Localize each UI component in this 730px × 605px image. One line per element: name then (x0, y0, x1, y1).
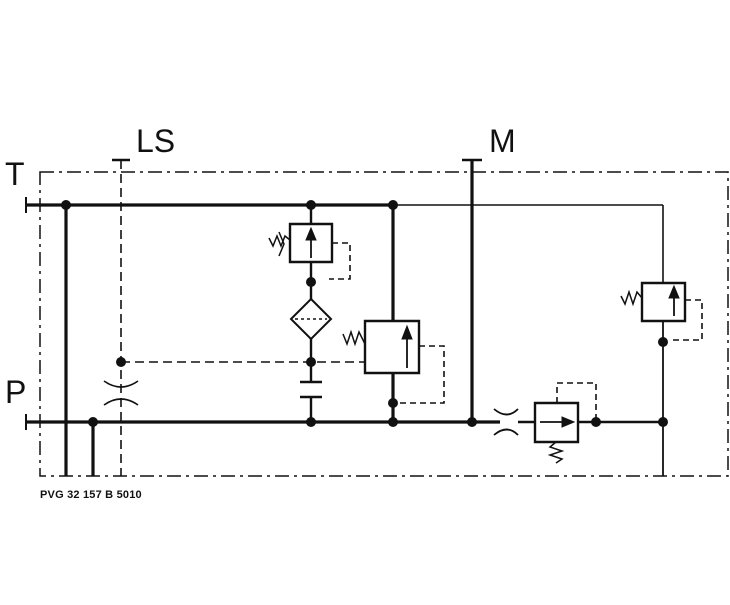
port-label-tank: T (5, 156, 25, 192)
junction-dot (116, 357, 126, 367)
junction-dot (388, 417, 398, 427)
junction-dot (306, 417, 316, 427)
port-label-gauge: M (489, 123, 516, 159)
pressure-line (26, 342, 665, 476)
load-sense-line (112, 160, 365, 476)
junction-dot (658, 337, 668, 347)
junction-dot (467, 417, 477, 427)
check-valve-icon (535, 383, 596, 463)
junction-dot (306, 200, 316, 210)
spring-icon (621, 292, 642, 304)
junction-dot (388, 398, 398, 408)
spring-icon (269, 236, 290, 246)
junction-dot (591, 417, 601, 427)
tank-line (26, 197, 663, 476)
junction-dots (61, 200, 668, 427)
gauge-orifice-icon (494, 409, 518, 435)
part-number-caption: PVG 32 157 B 5010 (40, 489, 142, 501)
ls-orifice-icon (104, 381, 138, 405)
junction-dot (388, 200, 398, 210)
module-boundary (40, 172, 728, 476)
gauge-line (462, 160, 482, 422)
junction-dot (61, 200, 71, 210)
filter-icon (291, 299, 331, 339)
junction-dot (306, 357, 316, 367)
main-relief-valve-icon (343, 205, 444, 422)
spring-icon (343, 332, 365, 344)
junction-dot (88, 417, 98, 427)
junction-dot (306, 277, 316, 287)
pilot-relief-valve-icon (269, 224, 350, 279)
spring-icon (550, 442, 562, 463)
port-label-pressure: P (5, 374, 27, 410)
port-label-load-sense: LS (136, 123, 176, 159)
junction-dot (658, 417, 668, 427)
right-relief-valve-icon (621, 283, 702, 342)
